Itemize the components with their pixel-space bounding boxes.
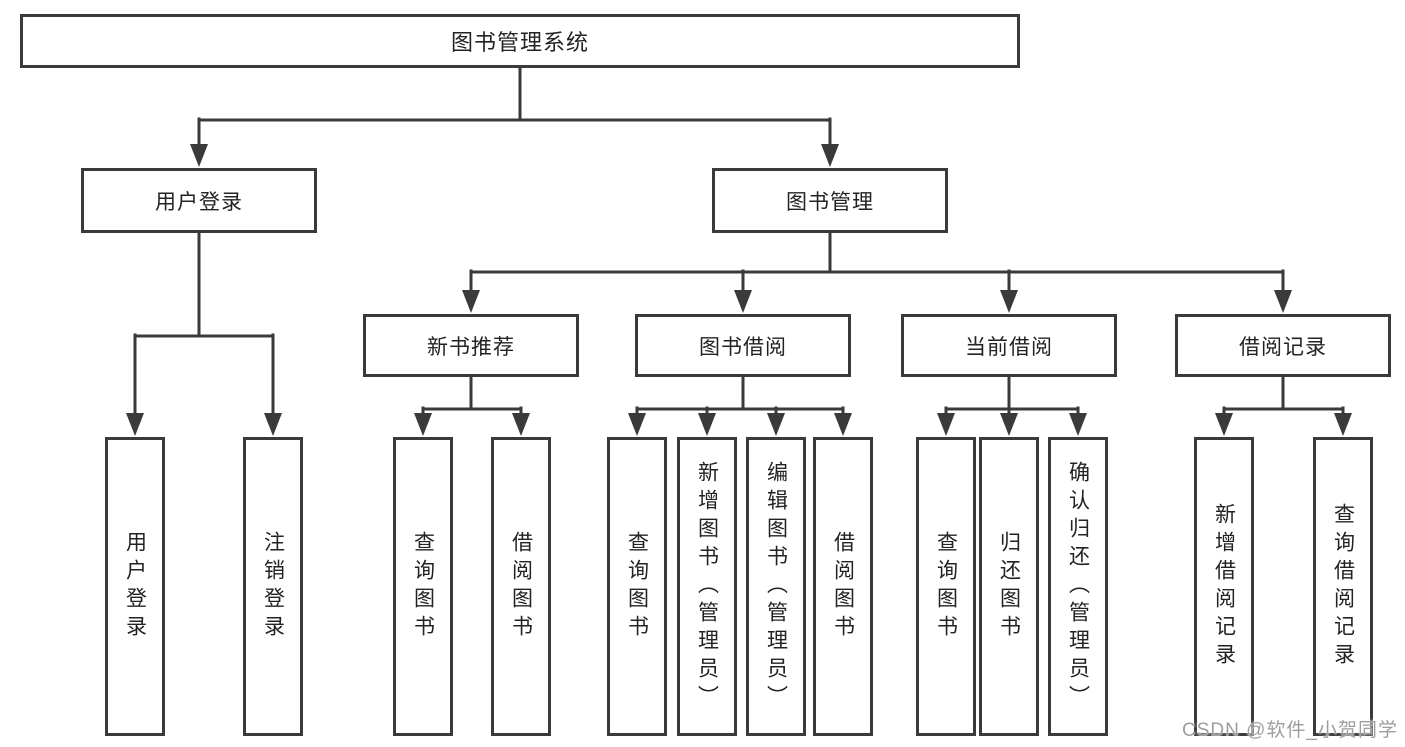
leaf-confirm-return-admin: 确认归还（管理员） xyxy=(1048,437,1108,736)
node-library-management-system: 图书管理系统 xyxy=(20,14,1020,68)
csdn-watermark: CSDN @软件_小贺同学 xyxy=(1182,720,1398,741)
leaf-edit-books-admin: 编辑图书（管理员） xyxy=(746,437,806,736)
leaf-logout: 注销登录 xyxy=(243,437,303,736)
node-book-management: 图书管理 xyxy=(712,168,948,233)
leaf-query-books-recommend: 查询图书 xyxy=(393,437,453,736)
node-current-borrowing: 当前借阅 xyxy=(901,314,1117,377)
leaf-borrow-books: 借阅图书 xyxy=(813,437,873,736)
leaf-borrow-books-recommend: 借阅图书 xyxy=(491,437,551,736)
leaf-query-borrow-record: 查询借阅记录 xyxy=(1313,437,1373,736)
node-borrowing-records: 借阅记录 xyxy=(1175,314,1391,377)
leaf-add-books-admin: 新增图书（管理员） xyxy=(677,437,737,736)
node-new-book-recommendation: 新书推荐 xyxy=(363,314,579,377)
node-book-borrowing: 图书借阅 xyxy=(635,314,851,377)
leaf-return-books: 归还图书 xyxy=(979,437,1039,736)
leaf-query-books-borrowing: 查询图书 xyxy=(607,437,667,736)
node-user-login: 用户登录 xyxy=(81,168,317,233)
leaf-user-login: 用户登录 xyxy=(105,437,165,736)
leaf-add-borrow-record: 新增借阅记录 xyxy=(1194,437,1254,736)
leaf-query-books-current: 查询图书 xyxy=(916,437,976,736)
